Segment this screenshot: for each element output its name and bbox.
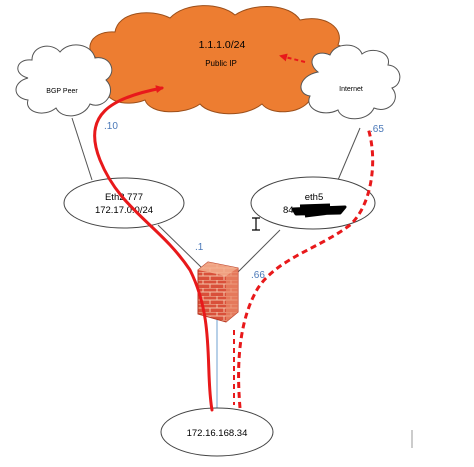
internet-cloud: Internet xyxy=(300,44,401,120)
eth5-interface: eth5 84. xyxy=(250,176,376,231)
bgp-peer-label: BGP Peer xyxy=(46,88,78,95)
traffic-paths xyxy=(93,53,375,412)
links xyxy=(71,117,361,410)
eth5-ellipse xyxy=(250,176,376,230)
bgp-peer-cloud: BGP Peer xyxy=(15,44,113,117)
bgp-peer-cloud-shape xyxy=(15,44,113,117)
eth2-interface: Eth2.777 172.17.0.0/24 xyxy=(63,177,185,229)
eth5-address-redaction xyxy=(291,203,347,218)
public-ip-title: 1.1.1.0/24 xyxy=(199,39,246,51)
eth5-name: eth5 xyxy=(305,192,324,203)
host-ellipse xyxy=(160,407,274,457)
link-eth5-firewall xyxy=(237,229,281,273)
ip-label-internet-side: .65 xyxy=(370,124,384,135)
host: 172.16.168.34 xyxy=(160,407,274,457)
link-internet-eth5 xyxy=(337,127,361,181)
internet-label: Internet xyxy=(339,86,363,93)
eth5-address-prefix: 84. xyxy=(283,205,296,216)
host-address: 172.16.168.34 xyxy=(187,428,248,439)
solid-path-bgp xyxy=(93,85,214,412)
ip-label-bgp-peer-side: .10 xyxy=(104,121,118,132)
eth2-ellipse xyxy=(63,177,185,229)
text-cursor-icon xyxy=(252,217,260,231)
ip-label-firewall-eth2: .1 xyxy=(195,242,204,253)
eth2-subnet: 172.17.0.0/24 xyxy=(95,205,153,216)
public-ip-subtitle: Public IP xyxy=(205,59,237,68)
firewall-side xyxy=(226,268,238,322)
dashed-path-internet xyxy=(237,127,375,409)
internet-cloud-shape xyxy=(300,44,401,120)
ip-label-firewall-eth5: .66 xyxy=(251,270,265,281)
ip-labels: .10 .65 .1 .66 xyxy=(104,121,384,281)
link-eth2-firewall xyxy=(157,224,203,269)
firewall-top xyxy=(198,262,238,276)
link-bgp-eth2 xyxy=(71,117,93,181)
firewall xyxy=(197,261,239,323)
